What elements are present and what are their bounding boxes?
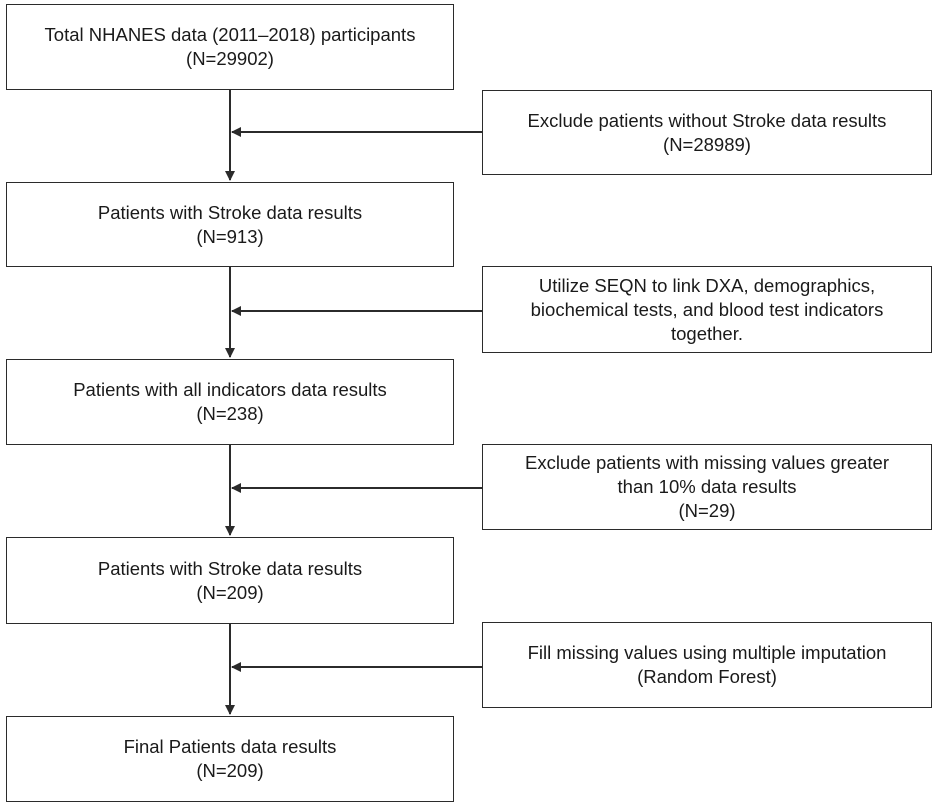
step-box-stroke-data-filtered: Patients with Stroke data results (N=209… [6,537,454,624]
step-count: (N=238) [196,403,264,424]
step-count: (N=913) [196,225,264,247]
side-line-1: Utilize SEQN to link DXA, demographics, [538,274,876,296]
step-count: (N=29902) [186,48,274,69]
step-count: (N=209) [196,581,264,603]
step-box-stroke-data: Patients with Stroke data results (N=913… [6,182,454,267]
side-line-2: than 10% data results [617,476,797,497]
side-line-1: Fill missing values using multiple imput… [527,642,887,663]
step-title: Final Patients data results [123,736,337,757]
side-line-1: Exclude patients with missing values gre… [524,452,889,473]
side-line-3: together. [670,322,743,344]
exclusion-box-no-stroke-data: Exclude patients without Stroke data res… [482,90,932,175]
step-count: (N=209) [196,760,264,781]
side-line-3: (N=29) [678,500,736,521]
imputation-box: Fill missing values using multiple imput… [482,622,932,708]
side-line-2: (Random Forest) [637,666,777,687]
side-line-2: (N=28989) [663,133,751,155]
step-title: Total NHANES data (2011–2018) participan… [44,24,416,45]
step-title: Patients with Stroke data results [97,557,363,579]
step-box-all-indicators: Patients with all indicators data result… [6,359,454,445]
side-line-2: biochemical tests, and blood test indica… [530,298,884,320]
exclusion-box-missing-values: Exclude patients with missing values gre… [482,444,932,530]
side-line-1: Exclude patients without Stroke data res… [527,109,887,131]
step-title: Patients with all indicators data result… [73,379,387,400]
step-box-total-participants: Total NHANES data (2011–2018) participan… [6,4,454,90]
step-title: Patients with Stroke data results [97,201,363,223]
link-box-seqn: Utilize SEQN to link DXA, demographics, … [482,266,932,353]
step-box-final: Final Patients data results (N=209) [6,716,454,802]
